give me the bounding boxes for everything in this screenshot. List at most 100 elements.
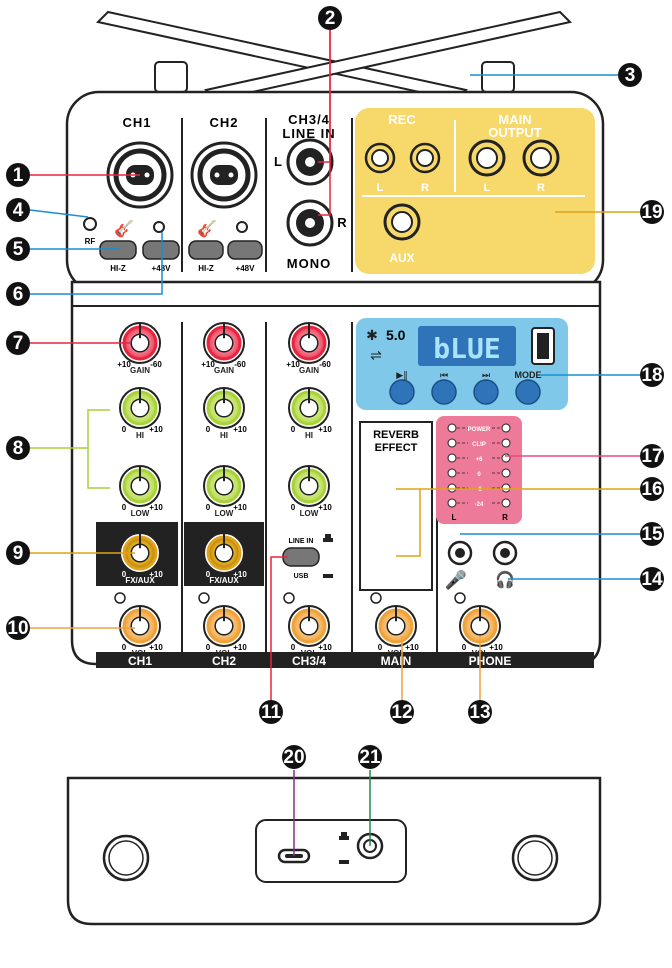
knob-label: HI	[136, 431, 144, 440]
rec-jacks[interactable]	[364, 142, 441, 174]
knob-min-label: 0	[291, 425, 296, 434]
aux-label: AUX	[389, 251, 414, 265]
ch2-hiz-button[interactable]	[188, 240, 224, 260]
knob-max-label: +10	[489, 643, 503, 652]
callout-marker: 3	[618, 63, 642, 87]
mode-button[interactable]: MODE	[515, 370, 542, 405]
callout-marker: 11	[259, 700, 283, 724]
meter-row: -6	[447, 483, 511, 493]
play-pause-button[interactable]: ▶‖	[389, 371, 415, 405]
guitar-icon: 🎸	[114, 219, 134, 238]
knob-min-label: 0	[206, 503, 211, 512]
rec-l-label: L	[377, 182, 384, 194]
callout-number: 10	[7, 618, 28, 639]
ch1-header: CH1	[122, 115, 151, 130]
callout-marker: 13	[468, 700, 492, 724]
ch2-hiz-label: HI-Z	[198, 264, 214, 273]
callout-number: 15	[641, 524, 663, 545]
callout-marker: 1	[6, 163, 30, 187]
knob-min-label: 0	[122, 570, 127, 579]
main-output-jacks[interactable]	[468, 139, 560, 177]
callout-number: 11	[261, 702, 282, 723]
ch1-hiz-label: HI-Z	[110, 264, 126, 273]
knob-min-label: 0	[206, 643, 211, 652]
knob-min-label: 0	[462, 643, 467, 652]
ch1-hiz-button[interactable]	[99, 240, 137, 260]
bt-display	[418, 326, 516, 366]
knob-min-label: 0	[378, 643, 383, 652]
callout-marker: 21	[358, 745, 382, 769]
callout-marker: 6	[6, 282, 30, 306]
peak-led	[283, 592, 295, 604]
volume-knob-4[interactable]: 0+10VOL	[375, 605, 419, 658]
callout-marker: 12	[390, 700, 414, 724]
meter-label: 0	[477, 472, 481, 478]
meter-row: -24	[447, 498, 511, 508]
aux-jack[interactable]	[383, 203, 421, 241]
ch2-xlr-jack[interactable]	[190, 141, 258, 209]
reverb-title-line2: EFFECT	[375, 442, 418, 454]
knob-max-label: +10	[318, 425, 332, 434]
callout-number: 6	[13, 284, 24, 305]
knob-label: LOW	[131, 509, 150, 518]
callout-number: 9	[13, 543, 24, 564]
callout-number: 3	[625, 65, 636, 86]
knob-min-label: 0	[291, 503, 296, 512]
next-button[interactable]: ⏭	[473, 371, 499, 405]
strip-label: CH2	[212, 654, 236, 668]
knob-label: LOW	[300, 509, 319, 518]
peak-led	[370, 592, 382, 604]
callout-number: 12	[391, 702, 412, 723]
callout-marker: 7	[6, 331, 30, 355]
volume-knob-1[interactable]: 0+10VOL	[119, 605, 163, 658]
knob-max-label: +10	[318, 643, 332, 652]
knob-min-label: +10	[201, 360, 215, 369]
previous-button[interactable]: ⏮	[431, 371, 457, 405]
phantom-led-ch2	[236, 221, 248, 233]
knob-label: FX/AUX	[125, 576, 155, 585]
knob-max-label: +10	[149, 503, 163, 512]
meter-label: -6	[476, 487, 482, 493]
ch2-48v-button[interactable]	[227, 240, 263, 260]
microphone-icon: 🎤	[445, 569, 467, 590]
callout-number: 5	[13, 239, 24, 260]
volume-knob-2[interactable]: 0+10VOL	[203, 605, 247, 658]
callout-lines	[29, 28, 640, 856]
line-usb-switch[interactable]	[282, 547, 320, 567]
knob-max-label: +10	[149, 643, 163, 652]
callout-number: 13	[469, 702, 490, 723]
mono-label: MONO	[287, 256, 331, 271]
callout-marker: 10	[6, 616, 30, 640]
strip-label: PHONE	[469, 654, 512, 668]
ch1-48v-button[interactable]	[142, 240, 180, 260]
meter-row: CLIP	[447, 438, 511, 448]
knob-label: HI	[305, 431, 313, 440]
knob-max-label: +10	[318, 503, 332, 512]
knob-min-label: 0	[122, 643, 127, 652]
meter-label: -24	[475, 502, 484, 508]
rf-label: RF	[85, 237, 96, 246]
peak-led	[454, 592, 466, 604]
rear-io-panel	[255, 819, 407, 883]
knob-max-label: +10	[149, 425, 163, 434]
knob-label: LOW	[215, 509, 234, 518]
strip-label: CH3/4	[292, 654, 326, 668]
rf-led	[83, 217, 97, 231]
callout-number: 20	[283, 747, 304, 768]
callout-number: 18	[641, 365, 662, 386]
volume-knob-3[interactable]: 0+10VOL	[288, 605, 332, 658]
bluetooth-icon: ✱	[366, 327, 378, 343]
knob-max-label: +10	[233, 425, 247, 434]
